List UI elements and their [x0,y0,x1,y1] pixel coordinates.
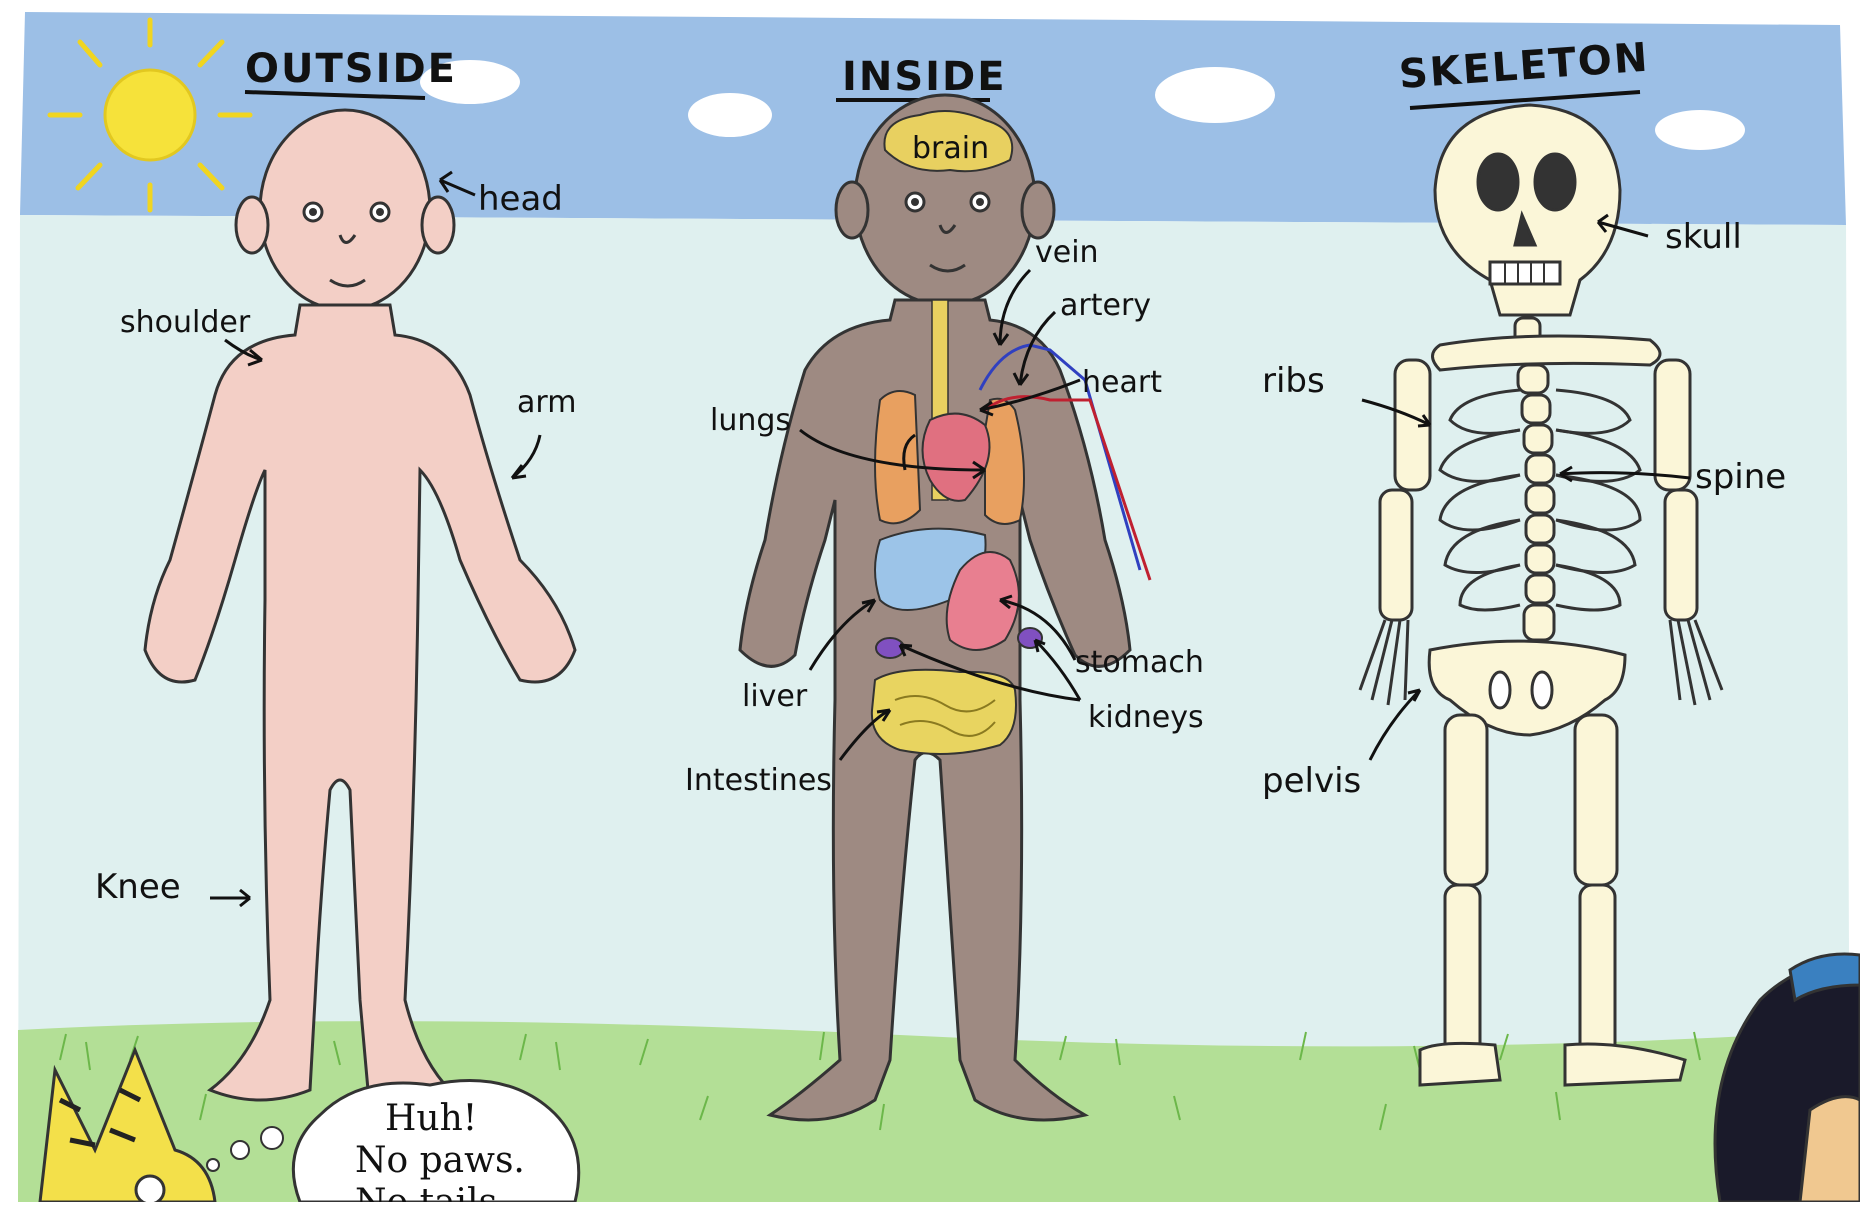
label-brain: brain [912,131,989,166]
label-liver: liver [742,679,808,714]
lung-left-organ [875,391,920,523]
label-skull: skull [1665,217,1742,257]
label-heart: heart [1082,365,1162,400]
bubble-line2: No paws. [355,1140,525,1181]
label-lungs: lungs [710,403,791,438]
label-pelvis: pelvis [1262,761,1361,801]
label-spine: spine [1695,457,1786,497]
label-artery: artery [1060,288,1151,323]
label-shoulder: shoulder [120,305,251,340]
label-intestines: Intestines [685,763,832,798]
label-vein: vein [1035,235,1099,270]
label-knee: Knee [95,867,181,907]
title-inside: INSIDE [842,54,1007,100]
label-arm: arm [517,385,576,420]
bubble-line1: Huh! [385,1098,477,1139]
label-kidneys: kidneys [1088,700,1204,735]
title-outside: OUTSIDE [245,46,457,92]
bubble-line3: No tails [355,1182,497,1202]
label-head: head [478,179,563,219]
label-stomach: stomach [1075,645,1204,680]
label-ribs: ribs [1262,361,1325,401]
